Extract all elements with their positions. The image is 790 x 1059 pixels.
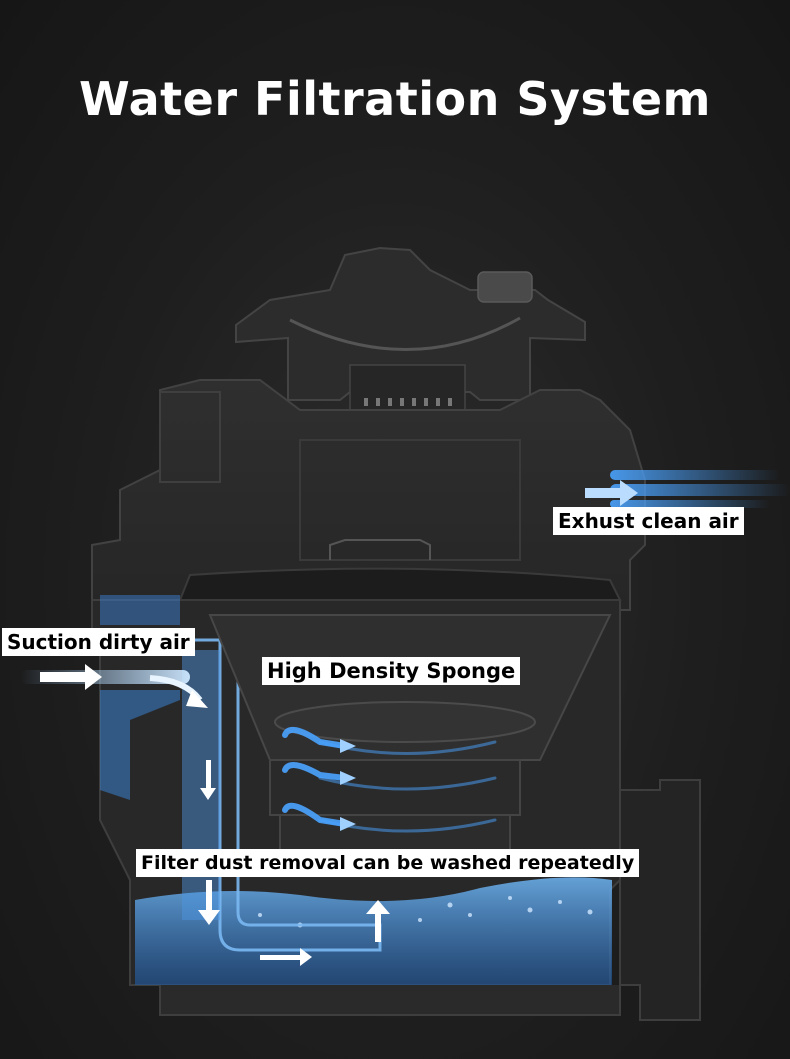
top-lid bbox=[235, 246, 586, 411]
suction-arrow-icon bbox=[40, 664, 102, 690]
swirl-arrow-icons bbox=[340, 739, 356, 831]
vent-slots bbox=[349, 364, 466, 411]
exhaust-airflow bbox=[585, 470, 790, 508]
exhaust-label: Exhust clean air bbox=[553, 507, 744, 535]
page-title: Water Filtration System bbox=[79, 72, 711, 126]
filter-label: Filter dust removal can be washed repeat… bbox=[136, 849, 640, 877]
exhaust-arrow-icon bbox=[585, 480, 638, 506]
suction-airflow bbox=[20, 664, 208, 708]
sponge-filter bbox=[208, 614, 612, 856]
bottom-arrow-icon bbox=[260, 948, 312, 966]
suction-label: Suction dirty air bbox=[2, 628, 195, 656]
water-body bbox=[135, 877, 612, 985]
down-arrows bbox=[198, 760, 220, 925]
knob-icon bbox=[477, 271, 533, 303]
sponge-label: High Density Sponge bbox=[262, 657, 521, 685]
up-arrow-icon bbox=[366, 900, 390, 942]
